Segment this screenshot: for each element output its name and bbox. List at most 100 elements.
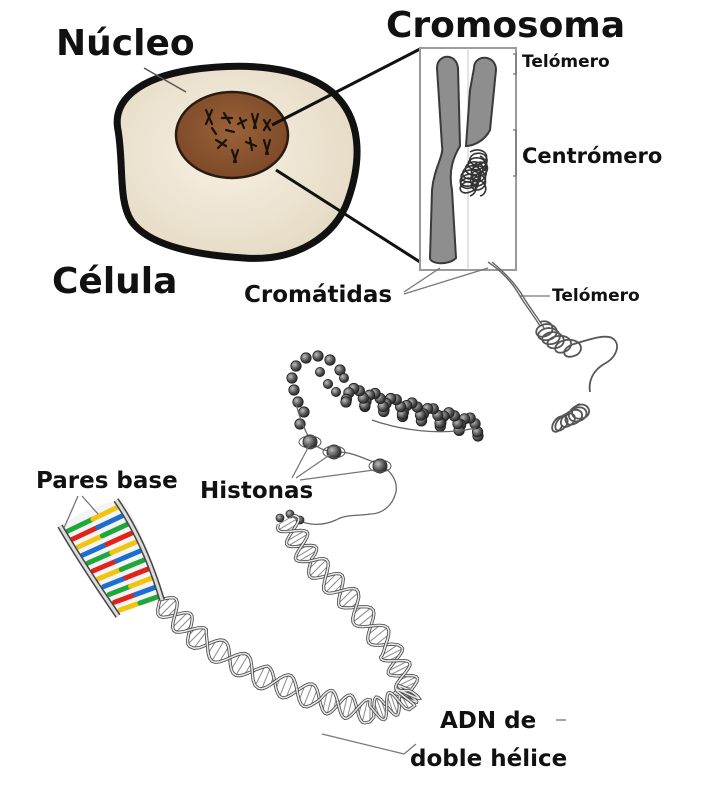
helix-rung (279, 674, 289, 697)
base-half (106, 583, 134, 597)
helix-rung (323, 573, 337, 587)
base-half (90, 503, 123, 522)
ladder-backbone-left-highlight (58, 525, 120, 617)
nucleus-chromosomes (204, 108, 272, 164)
base-half (74, 533, 105, 551)
helix-rung (175, 615, 193, 633)
base-half (109, 539, 139, 556)
chromatin-bead (298, 406, 310, 418)
ladder-backbone-right-highlight (114, 499, 164, 601)
helix-rung (389, 664, 411, 676)
helix-rung (326, 690, 334, 715)
histone-leaders (291, 443, 375, 481)
helix-rung (157, 597, 171, 611)
label-dna-line1: ADN de (440, 708, 537, 734)
chromatid-right-top (464, 56, 498, 148)
helix-rung (315, 565, 329, 579)
label-telomere-mid: Telómero (552, 286, 640, 306)
chromatin-bead (324, 354, 336, 366)
chromatid-left (428, 55, 462, 265)
chromatin-bead (290, 360, 302, 372)
helix-rung (375, 696, 385, 720)
nucleus-leader-line (143, 67, 187, 93)
chromatin-bead (300, 352, 312, 364)
helix-rung (285, 678, 295, 698)
label-cell: Célula (52, 261, 178, 302)
helix-rung (230, 653, 242, 670)
base-pair-ladder (57, 498, 165, 618)
histone-wrap (322, 445, 346, 459)
histone-bead (285, 509, 295, 519)
helix-rung (361, 699, 369, 723)
label-chromosome: Cromosoma (386, 5, 626, 46)
helix-rung (381, 648, 403, 660)
base-half (112, 592, 138, 605)
dna-strand-upper (487, 261, 545, 329)
helix-rung (309, 559, 327, 577)
label-centromere: Centrómero (522, 144, 663, 168)
dna-double-helix (156, 513, 423, 725)
histone-bead (275, 513, 285, 523)
helix-rung (346, 696, 354, 719)
helix-rung (310, 689, 318, 706)
base-half (104, 530, 135, 547)
base-half (114, 548, 143, 564)
helix-rung (286, 530, 305, 542)
helix-rung (352, 607, 372, 623)
helix-rung (298, 550, 317, 562)
label-telomere-top: Telómero (522, 52, 610, 72)
chromatin-fiber (286, 350, 484, 442)
base-half (101, 575, 129, 590)
helix-rung (261, 667, 271, 689)
histone-bead (302, 434, 318, 450)
histone-beads (275, 434, 392, 525)
helix-rung (172, 612, 188, 628)
base-half (79, 541, 110, 558)
helix-rung (211, 640, 225, 662)
helix-rung (159, 599, 177, 617)
helix-rung (368, 627, 388, 643)
label-base-pairs: Pares base (36, 468, 178, 494)
label-chromatids: Cromátidas (244, 282, 393, 308)
base-half (137, 593, 163, 606)
helix-rung (193, 631, 207, 649)
chromatin-bead (338, 372, 349, 383)
base-half (95, 512, 127, 530)
base-half (132, 584, 159, 598)
helix-rung (374, 634, 390, 646)
base-half (128, 575, 155, 589)
dna-leaders (321, 719, 566, 755)
base-half (123, 566, 151, 581)
histone-wrap (298, 435, 322, 449)
base-half (117, 600, 143, 613)
helix-rung (254, 666, 266, 686)
solenoid-coil (535, 320, 618, 433)
helix-rung (342, 695, 348, 717)
label-histones: Histonas (200, 478, 314, 504)
base-half (90, 558, 119, 574)
helix-strand-b-highlight (159, 524, 421, 721)
chromatin-bead (322, 378, 333, 389)
helix-rung (278, 515, 294, 525)
helix-rung (219, 646, 229, 663)
base-pairs-leaders (63, 495, 99, 529)
base-half (99, 521, 131, 539)
helix-rung (381, 644, 399, 656)
base-half (85, 550, 115, 566)
helix-rung (295, 545, 316, 559)
histone-bead (372, 458, 388, 474)
chromatin-bead (286, 372, 298, 384)
helix-rung (235, 654, 249, 676)
base-half (118, 557, 147, 572)
chromosome-leaders (403, 53, 550, 297)
chromosome (428, 55, 498, 265)
helix-rung (357, 613, 375, 627)
helix-rung (287, 533, 309, 547)
chromatin-bead (312, 350, 324, 362)
helix-rung (389, 692, 399, 715)
helix-rung (341, 592, 359, 608)
chromatin-coils (459, 149, 489, 197)
chromatin-bead (340, 396, 352, 408)
label-nucleus: Núcleo (56, 23, 195, 64)
